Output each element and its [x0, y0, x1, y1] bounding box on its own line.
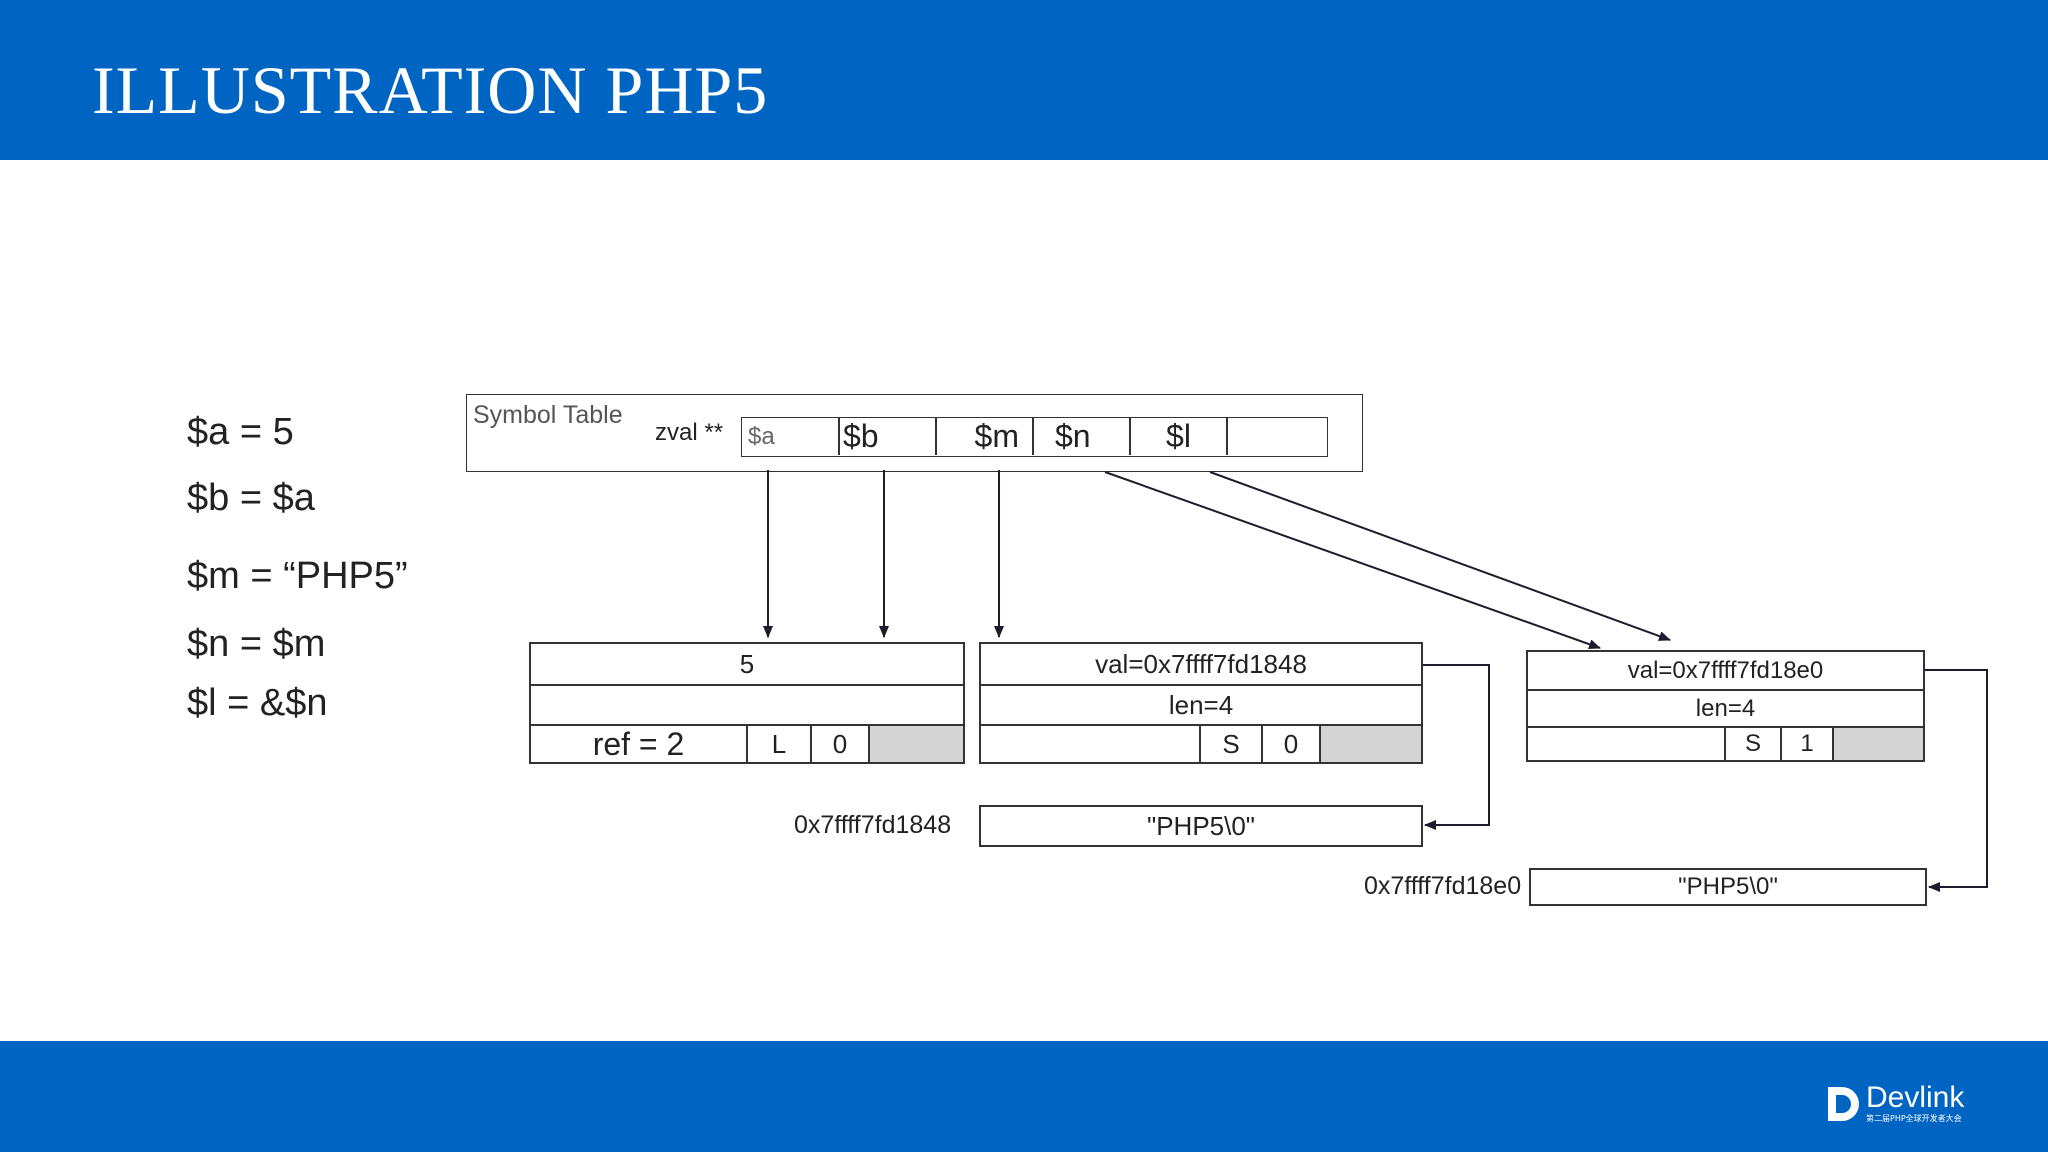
zval-int-flag: L [771, 728, 787, 759]
zval-int-isref: 0 [832, 728, 848, 759]
slot-n: $n [1055, 418, 1091, 454]
zval-int-middle [531, 686, 963, 724]
slot-a: $a [748, 422, 775, 450]
arrow-l-to-zval-n [1209, 471, 1671, 641]
header-bar: ILLUSTRATION PHP5 [0, 0, 2048, 160]
zval-m-flag: S [1222, 728, 1240, 759]
zval-int-refcount: ref = 2 [592, 725, 685, 762]
symbol-table-label: Symbol Table [473, 401, 623, 429]
buffer-m-address: 0x7ffff7fd1848 [794, 811, 952, 839]
zval-int-padding [870, 726, 963, 762]
slot-m: $m [974, 418, 1019, 454]
zval-n-flag: S [1744, 730, 1761, 757]
zval-int: 5 ref = 2 L 0 [529, 642, 965, 764]
zval-string-n: val=0x7ffff7fd18e0 len=4 S 1 [1526, 650, 1925, 762]
zval-n-len: len=4 [1695, 694, 1756, 722]
slot-l: $l [1166, 418, 1191, 454]
zval-n-val: val=0x7ffff7fd18e0 [1627, 656, 1824, 684]
arrow-n-to-zval-n [1104, 471, 1601, 650]
devlink-logo-icon [1828, 1087, 1859, 1121]
zval-n-isref: 1 [1800, 730, 1814, 757]
code-line-4: $n = $m [187, 623, 326, 665]
slide-title: ILLUSTRATION PHP5 [92, 52, 769, 128]
logo-tagline: 第二届PHP全球开发者大会 [1866, 1114, 1962, 1123]
devlink-logo: Devlink 第二届PHP全球开发者大会 [1826, 1081, 1986, 1125]
code-line-5: $l = &$n [187, 682, 328, 724]
footer-bar: Devlink 第二届PHP全球开发者大会 [0, 1041, 2048, 1152]
zval-n-padding [1834, 728, 1923, 760]
buffer-n: "PHP5\0" [1529, 868, 1927, 906]
zval-pointer-label: zval ** [655, 419, 724, 446]
symbol-slots: $a $b $m $n $l [741, 417, 1328, 457]
arrow-zval-n-to-buffer [1925, 669, 1988, 892]
code-line-3: $m = “PHP5” [187, 555, 408, 597]
slot-b: $b [843, 418, 879, 454]
zval-m-isref: 0 [1283, 728, 1299, 759]
buffer-n-content: "PHP5\0" [1678, 873, 1778, 900]
buffer-m: "PHP5\0" [979, 805, 1423, 847]
zval-m-len: len=4 [1168, 689, 1234, 720]
code-line-2: $b = $a [187, 477, 315, 519]
buffer-n-address: 0x7ffff7fd18e0 [1364, 872, 1522, 900]
zval-int-value: 5 [739, 648, 755, 679]
slot-empty [1227, 418, 1325, 455]
arrow-zval-m-to-buffer [1423, 664, 1490, 830]
buffer-m-content: "PHP5\0" [1146, 810, 1256, 841]
zval-string-m: val=0x7ffff7fd1848 len=4 S 0 [979, 642, 1423, 764]
code-line-1: $a = 5 [187, 411, 294, 453]
zval-m-val: val=0x7ffff7fd1848 [1095, 648, 1307, 679]
logo-text: Devlink [1866, 1081, 1965, 1114]
zval-m-padding [1321, 726, 1421, 762]
